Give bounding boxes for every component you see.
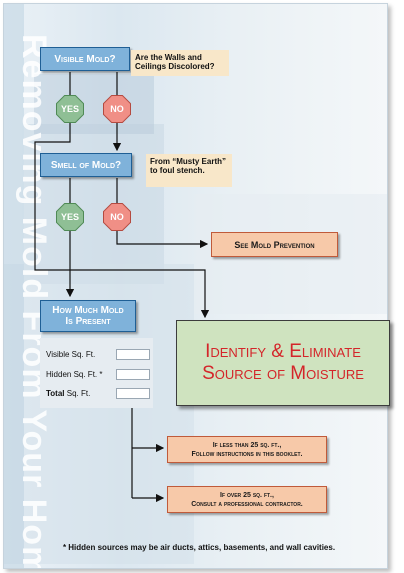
yes-label-bottom: YES xyxy=(57,204,83,230)
how-much-line2: Is Present xyxy=(65,316,111,327)
less-than-25-box: If less than 25 sq. ft., Follow instruct… xyxy=(167,436,327,463)
no-label-bottom: NO xyxy=(104,204,130,230)
less-than-line2: Follow instructions in this booklet. xyxy=(191,450,303,458)
no-stop-top: NO xyxy=(103,95,131,123)
visible-mold-note: Are the Walls and Ceilings Discolored? xyxy=(131,50,229,76)
hidden-sources-footnote: * Hidden sources may be air ducts, attic… xyxy=(62,543,336,552)
hidden-sqft-label: Hidden Sq. Ft. * xyxy=(46,370,103,379)
identify-line2: Source of Moisture xyxy=(202,363,364,384)
total-rest: Sq. Ft. xyxy=(64,389,91,398)
yes-stop-bottom: YES xyxy=(56,203,84,231)
identify-line1: Identify & Eliminate xyxy=(205,341,361,362)
visible-sqft-input[interactable] xyxy=(116,349,150,360)
less-than-line1: If less than 25 sq. ft., xyxy=(212,441,282,449)
visible-mold-box: Visible Mold? xyxy=(40,47,130,71)
see-mold-prevention-box[interactable]: See Mold Prevention xyxy=(211,232,338,257)
no-label-top: NO xyxy=(104,96,130,122)
no-stop-bottom: NO xyxy=(103,203,131,231)
yes-stop-top: YES xyxy=(56,95,84,123)
total-sqft-input[interactable] xyxy=(116,388,150,399)
identify-eliminate-box: Identify & Eliminate Source of Moisture xyxy=(176,320,390,406)
smell-mold-box: Smell of Mold? xyxy=(40,153,132,177)
over-25-box: If over 25 sq. ft., Consult a profession… xyxy=(167,486,327,513)
total-sqft-label: Total Sq. Ft. xyxy=(46,389,90,398)
how-much-mold-box: How Much Mold Is Present xyxy=(40,300,136,332)
hidden-sqft-input[interactable] xyxy=(116,369,150,380)
how-much-line1: How Much Mold xyxy=(52,305,124,316)
over-line1: If over 25 sq. ft., xyxy=(220,491,274,499)
yes-label-top: YES xyxy=(57,96,83,122)
over-line2: Consult a professional contractor. xyxy=(191,500,303,508)
smell-mold-note: From “Musty Earth” to foul stench. xyxy=(146,154,232,187)
total-bold: Total xyxy=(46,389,65,398)
visible-sqft-label: Visible Sq. Ft. xyxy=(46,350,96,359)
